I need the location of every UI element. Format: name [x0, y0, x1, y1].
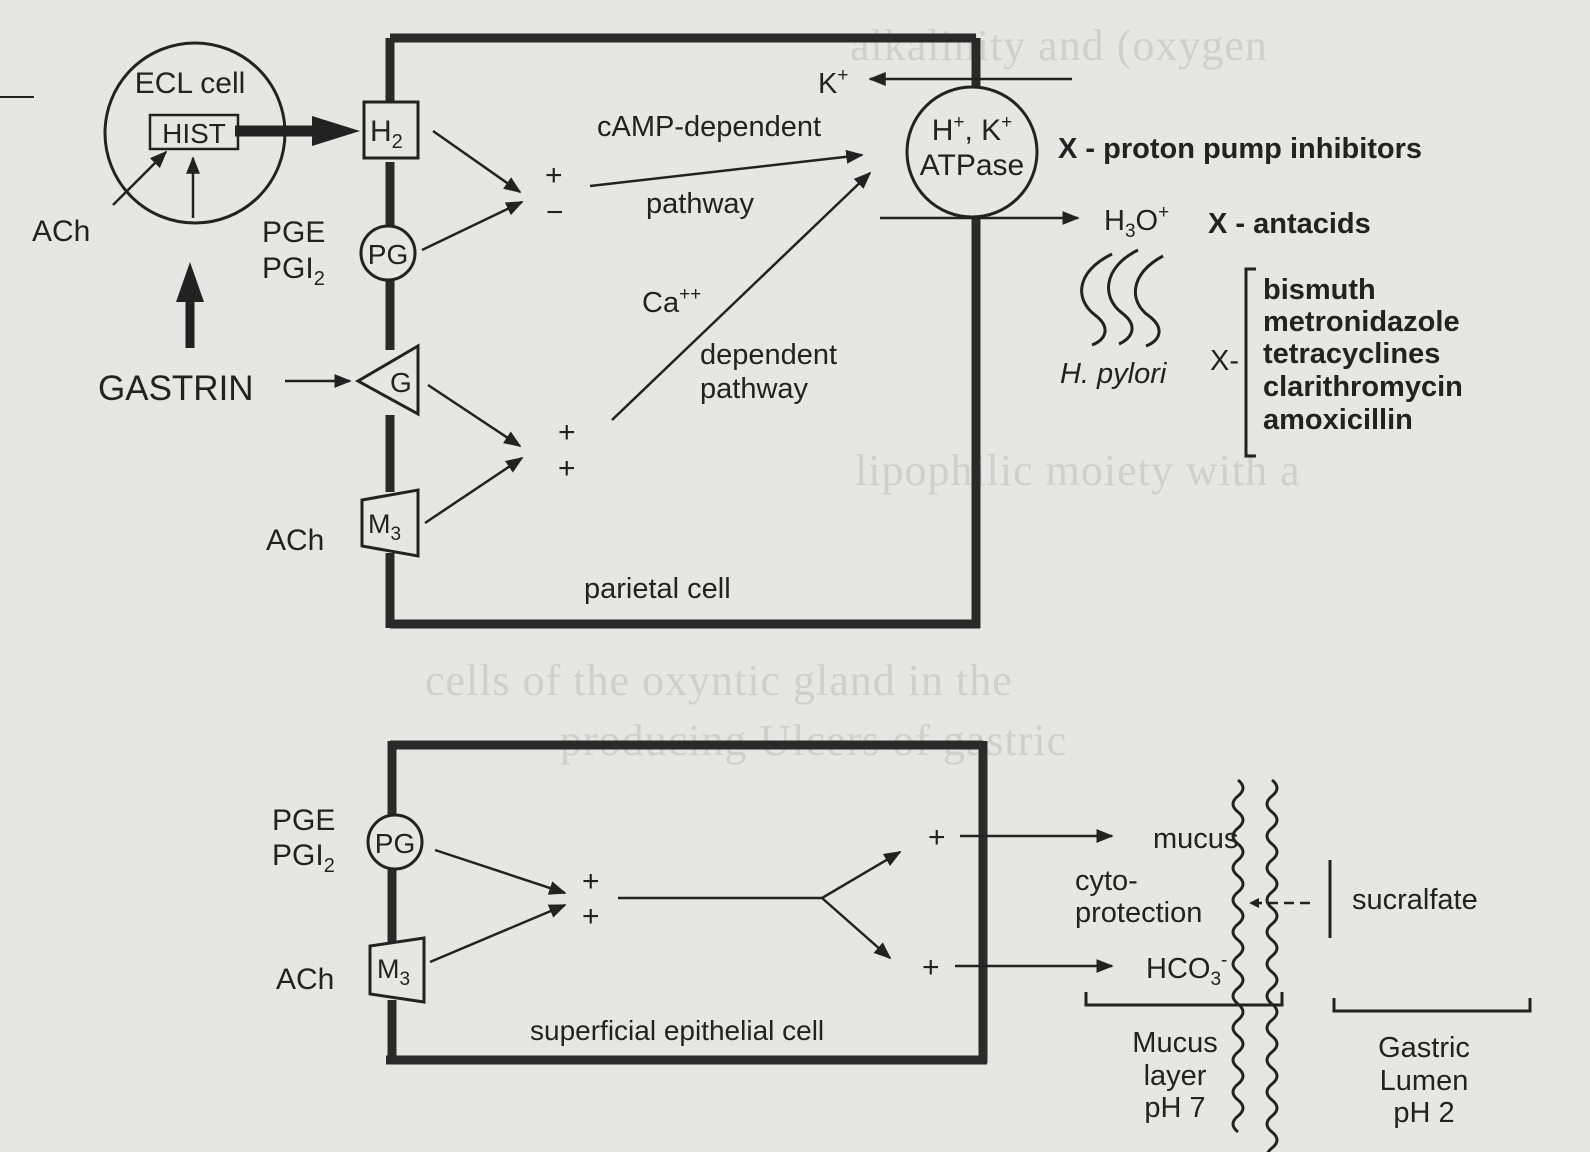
g-to-plus-arrow: [427, 383, 522, 448]
lumen-bracket: [1332, 998, 1532, 1013]
plus-sign: +: [558, 452, 576, 485]
background-text: cells of the oxyntic gland in the: [425, 656, 1013, 705]
gastrin-label: GASTRIN: [98, 369, 254, 408]
drug-bracket: [1244, 267, 1256, 458]
lumen-label: Gastric: [1378, 1032, 1470, 1064]
camp-label: cAMP-dependent: [597, 111, 821, 143]
h-pylori-label: H. pylori: [1060, 358, 1168, 390]
epithelial-cell-label: superficial epithelial cell: [530, 1015, 824, 1046]
ca-pathway-arrow: [611, 171, 872, 421]
mucus-layer-label: layer: [1144, 1060, 1207, 1092]
pg-to-minus-arrow: [421, 200, 524, 252]
dependent-label: dependent: [700, 339, 837, 371]
pg-receptor: PG: [359, 224, 417, 282]
drug-item: clarithromycin: [1263, 371, 1463, 403]
hist-label: HIST: [162, 118, 226, 149]
drug-item: tetracyclines: [1263, 338, 1440, 370]
ach-ecl-label: ACh: [32, 215, 90, 248]
dependent-pathway-label: pathway: [700, 373, 809, 405]
m3-label: M3: [368, 509, 401, 545]
ecl-cell-label: ECL cell: [135, 67, 246, 100]
hist-to-h2-arrow: [235, 116, 360, 146]
k-label: K+: [818, 65, 848, 100]
mucus-layer-bracket: [1084, 992, 1284, 1007]
cytoprotection-label: cyto-: [1075, 865, 1138, 897]
pge-label: PGE: [272, 804, 335, 837]
epithelial-cell-box: [386, 740, 988, 1065]
drug-item: metronidazole: [1263, 306, 1460, 338]
m3-to-plus-arrow: [424, 456, 524, 525]
plus-sign: +: [928, 821, 946, 854]
h2-label: H2: [370, 115, 403, 153]
mucus-boundary-wave: [1231, 778, 1245, 1134]
m3-receptor: M3: [360, 488, 420, 558]
plus-sign: +: [558, 416, 576, 449]
pg-to-plus-arrow: [434, 848, 567, 895]
plus-sign: +: [545, 159, 563, 192]
gastrin-up-arrow: [176, 262, 204, 348]
cytoprotection-label: protection: [1075, 897, 1202, 929]
drug-list: bismuth metronidazole tetracyclines clar…: [1263, 274, 1463, 436]
h2-receptor: H2: [362, 100, 420, 160]
plus-sign: +: [922, 951, 940, 984]
hco3-label: HCO3-: [1146, 950, 1227, 990]
m3-label: M3: [377, 954, 410, 990]
h3o-label: H3O+: [1104, 202, 1169, 242]
ecl-cell: ECL cell HIST: [103, 41, 287, 225]
camp-pathway-arrow: [589, 149, 864, 188]
minus-sign: −: [546, 196, 564, 229]
ach-label: ACh: [276, 963, 334, 996]
pgi2-label: PGI2: [272, 839, 335, 877]
fork-upper-arrow: [821, 850, 902, 900]
mucus-layer-label: Mucus: [1132, 1027, 1217, 1059]
x-dash-label: X-: [1210, 345, 1239, 377]
h-pylori-icon: [1080, 248, 1164, 348]
mucus-layer-ph: pH 7: [1144, 1092, 1205, 1124]
fork-lower-arrow: [821, 897, 892, 960]
atpase-label: ATPase: [920, 149, 1025, 182]
pg-label: PG: [375, 828, 415, 859]
m3-receptor: M3: [368, 936, 426, 1004]
ca-label: Ca++: [642, 284, 701, 319]
lumen-label: Lumen: [1380, 1065, 1469, 1097]
h2-to-plus-arrow: [432, 129, 522, 194]
drug-item: bismuth: [1263, 274, 1376, 306]
parietal-cell-box: [385, 33, 981, 629]
ppi-label: X - proton pump inhibitors: [1058, 133, 1422, 165]
parietal-cell-label: parietal cell: [584, 573, 731, 605]
mucus-label: mucus: [1153, 823, 1238, 855]
pge-label: PGE: [262, 216, 325, 249]
pgi2-label: PGI2: [262, 252, 325, 290]
sucralfate-label: sucralfate: [1352, 884, 1478, 916]
mucus-boundary-wave: [1265, 778, 1279, 1152]
plus-sign: +: [582, 900, 600, 933]
g-label: G: [390, 367, 412, 398]
m3-to-plus-arrow: [429, 903, 567, 964]
g-receptor: G: [354, 343, 420, 417]
atpase-pump: H+, K+ ATPase: [905, 85, 1039, 219]
lumen-ph: pH 2: [1393, 1097, 1454, 1129]
atpase-ions-label: H+, K+: [932, 112, 1013, 147]
camp-pathway-label: pathway: [646, 188, 755, 220]
drug-item: amoxicillin: [1263, 404, 1413, 436]
plus-sign: +: [582, 865, 600, 898]
antacids-label: X - antacids: [1208, 208, 1371, 240]
ach-m3-label: ACh: [266, 524, 324, 557]
pg-label: PG: [368, 239, 408, 270]
background-text: lipophilic moiety with a: [855, 446, 1301, 495]
pg-receptor: PG: [366, 813, 424, 871]
ach-to-hist-arrow: [112, 150, 168, 206]
background-text: alkalinity and (oxygen: [850, 21, 1268, 70]
